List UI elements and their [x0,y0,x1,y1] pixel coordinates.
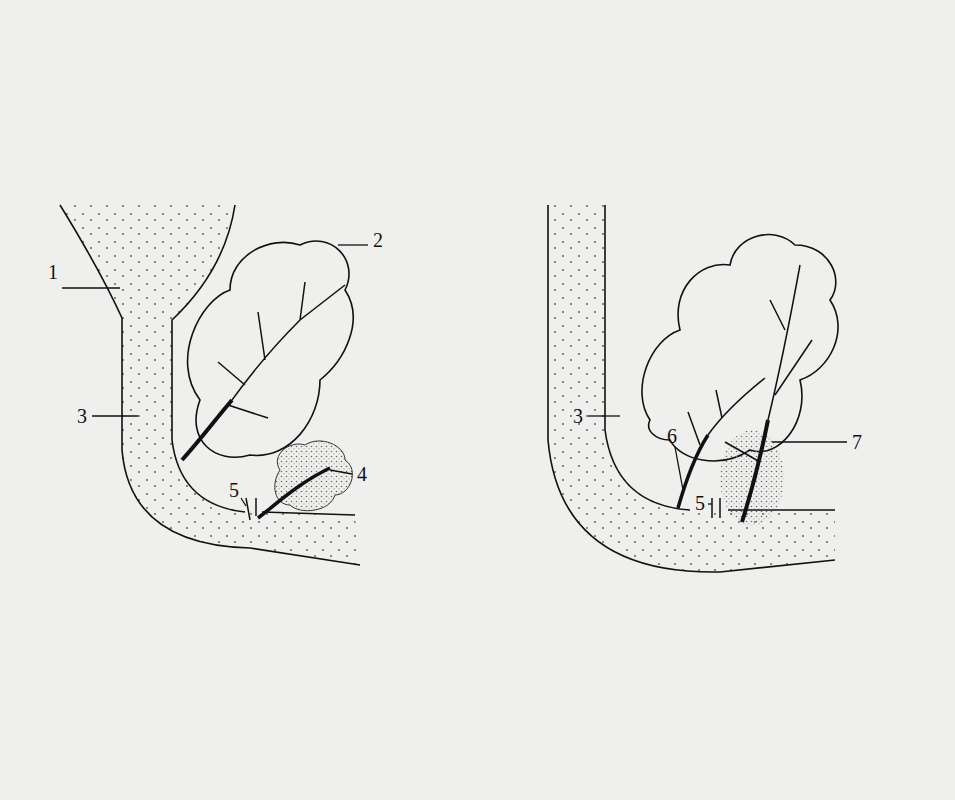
callout-number: 7 [852,432,862,452]
main-duct-branches [725,265,812,462]
callout-number: 5 [229,480,239,500]
fused-pancreas [642,235,838,461]
leader-line [92,415,138,416]
leader-line [62,287,120,288]
leader-line [675,447,683,490]
leader-line [772,441,847,442]
callout-number: 2 [373,230,383,250]
ventral-duct [258,468,330,518]
leader-line [330,470,352,474]
callout-number: 6 [667,426,677,446]
callout-number: 3 [77,406,87,426]
callout-number: 3 [573,406,583,426]
duct-openings [712,498,720,518]
leader-line [241,498,246,506]
leader-line [588,415,620,416]
callout-number: 5 [695,493,705,513]
callout-number: 1 [48,262,58,282]
leader-lines [62,245,847,506]
dorsal-duct [182,400,232,460]
gut-tube-outer [60,205,360,565]
main-duct [742,420,768,522]
dorsal-duct-branches [218,282,345,418]
gut-tube-fill [60,205,360,565]
callout-number: 4 [357,464,367,484]
leader-line [338,244,368,245]
accessory-duct-branches [688,378,765,445]
leader-line [708,503,712,504]
duct-openings [246,498,256,520]
